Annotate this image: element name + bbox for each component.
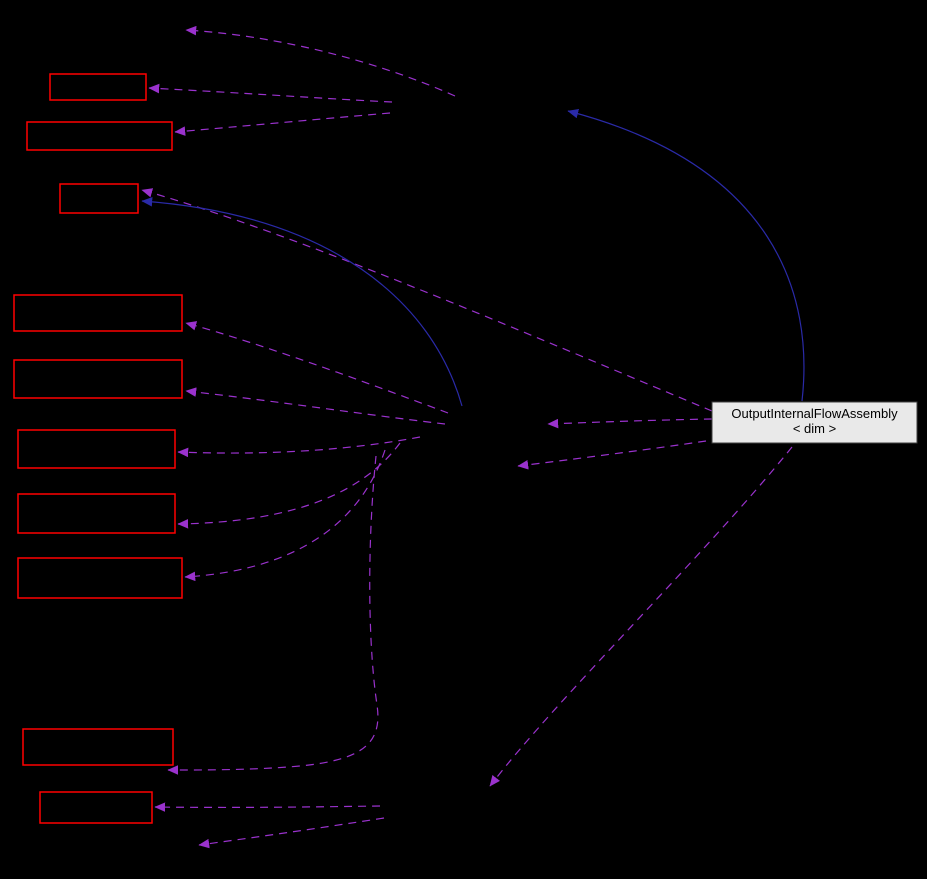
class-boxes: [13, 73, 183, 824]
node-output-internal-flow-assembly[interactable]: OutputInternalFlowAssembly < dim >: [711, 401, 918, 444]
class-node-box-8[interactable]: [17, 557, 183, 599]
inheritance-edges: [141, 108, 805, 407]
edge-top-hub-to-upper-left-arrow: [185, 25, 456, 97]
edge-center-hub-to-box-3-inherit: [141, 196, 463, 407]
edge-top-hub-to-box-2: [174, 112, 391, 136]
class-node-box-1[interactable]: [49, 73, 147, 101]
usage-edges: [141, 25, 793, 849]
edge-center-hub-to-box-8: [184, 449, 386, 582]
main-node-label-line2: < dim >: [793, 421, 836, 436]
edge-center-hub-to-box-9: [167, 455, 379, 775]
edge-main-node-to-center-hub-lower: [517, 440, 707, 470]
edge-center-hub-to-box-4: [185, 321, 449, 414]
class-node-box-9[interactable]: [22, 728, 174, 766]
class-node-box-4[interactable]: [13, 294, 183, 332]
edge-main-node-to-top-hub-inherit: [567, 108, 805, 402]
edge-center-hub-to-box-5: [185, 387, 446, 425]
class-node-box-5[interactable]: [13, 359, 183, 399]
edge-main-node-to-box-3: [141, 188, 713, 412]
main-node-label-line1: OutputInternalFlowAssembly: [731, 406, 898, 421]
main-node-box[interactable]: [711, 401, 918, 444]
edge-center-hub-to-box-6: [177, 436, 421, 458]
edge-center-hub-to-box-7: [177, 442, 401, 529]
edge-main-node-to-bottom-hub: [489, 446, 793, 787]
class-node-box-3[interactable]: [59, 183, 139, 214]
edge-main-node-to-center-hub-upper: [547, 418, 713, 429]
class-node-box-2[interactable]: [26, 121, 173, 151]
class-node-box-7[interactable]: [17, 493, 176, 534]
class-node-box-10[interactable]: [39, 791, 153, 824]
class-node-box-6[interactable]: [17, 429, 176, 469]
